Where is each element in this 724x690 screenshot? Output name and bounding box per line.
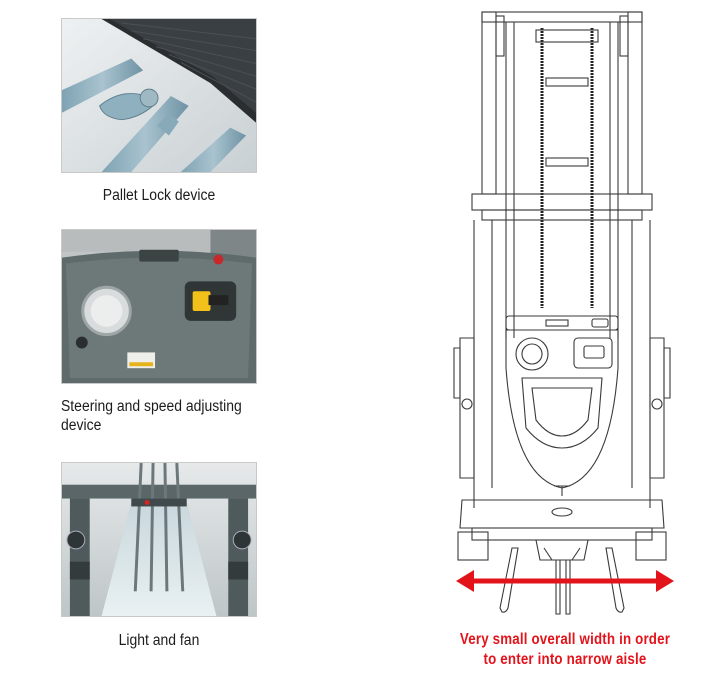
pallet-lock-caption: Pallet Lock device (102, 187, 216, 204)
narrow-aisle-note-line1: Very small overall width in order (459, 631, 671, 648)
steering-caption-line1: Steering and speed adjusting (61, 398, 242, 415)
pallet-lock-photo (61, 18, 257, 173)
steering-caption-line2: device (61, 417, 102, 434)
light-fan-photo (61, 462, 257, 617)
narrow-aisle-note-line2: to enter into narrow aisle (483, 651, 647, 668)
light-fan-caption: Light and fan (118, 632, 200, 649)
order-picker-front-view (452, 8, 682, 618)
steering-panel-photo (61, 229, 257, 384)
width-arrow-icon (456, 570, 674, 592)
